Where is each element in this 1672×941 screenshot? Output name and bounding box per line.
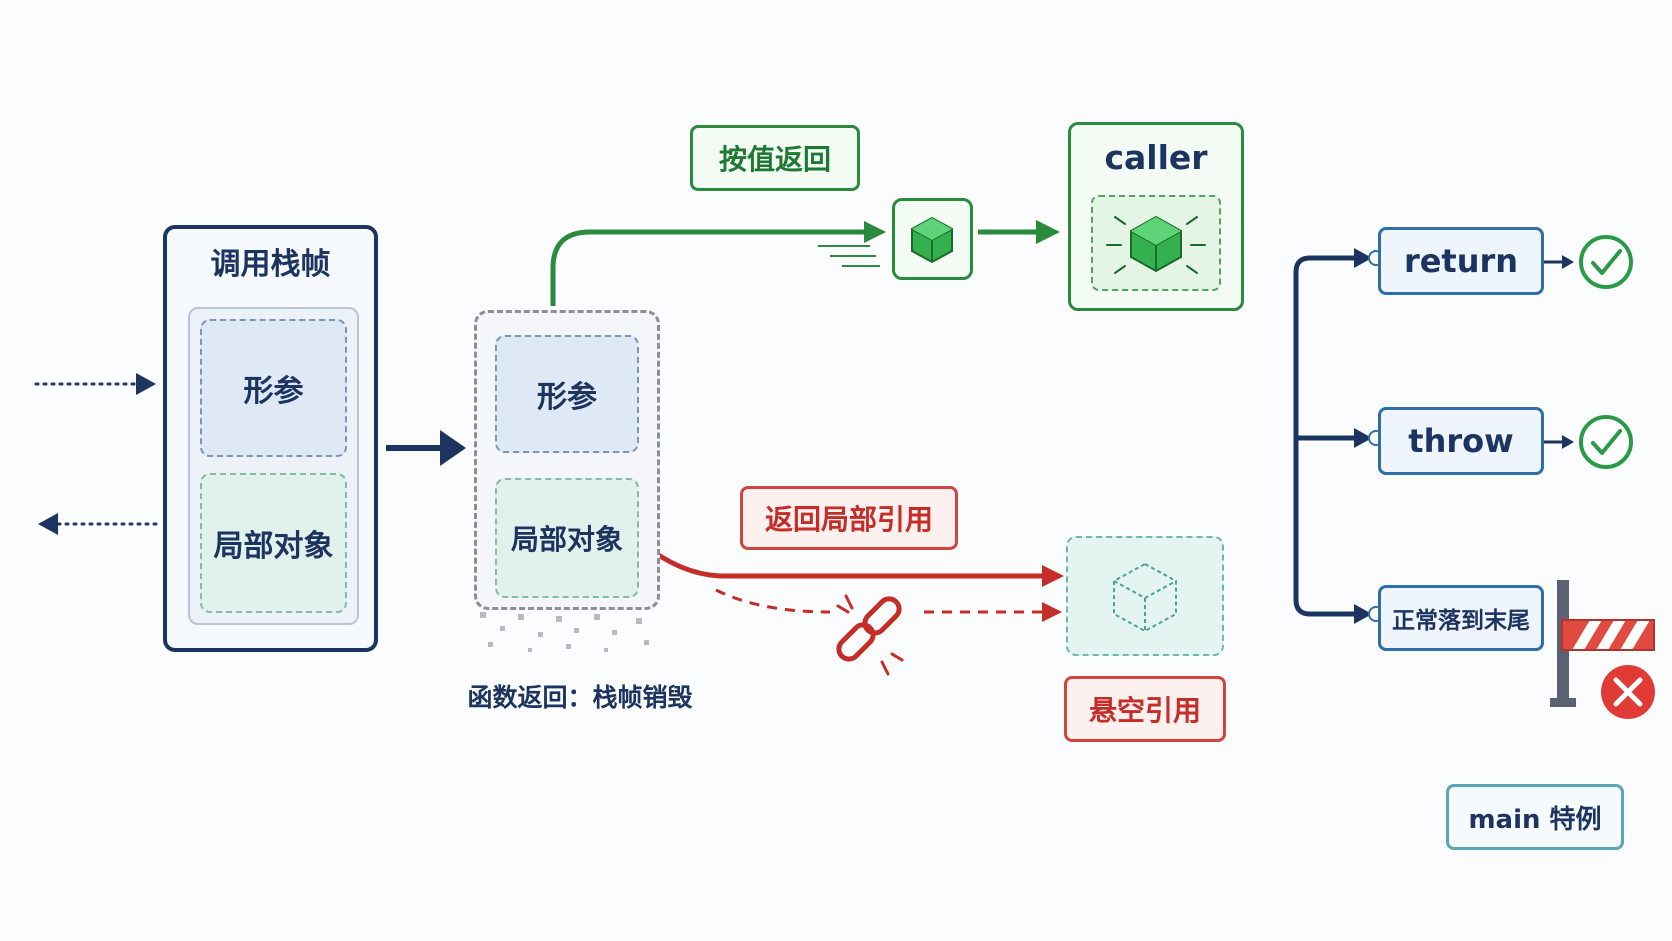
frame-transition-arrow — [386, 430, 466, 466]
barrier-icon — [1550, 580, 1655, 707]
destroyed-locals-label: 局部对象 — [510, 523, 623, 556]
call-in-arrow — [34, 373, 156, 395]
caller-box: caller — [1068, 122, 1244, 311]
dangling-target-box — [1066, 536, 1224, 656]
params-label: 形参 — [243, 374, 304, 409]
dangling-ref-tag: 悬空引用 — [1064, 676, 1226, 742]
caller-label: caller — [1104, 137, 1208, 177]
destroyed-frame: 形参 局部对象 — [474, 310, 660, 610]
caller-value-slot — [1091, 195, 1221, 291]
destroyed-params-label: 形参 — [537, 380, 597, 415]
broken-link-icon — [836, 594, 904, 676]
value-return-path — [550, 220, 1060, 306]
check-icon — [1579, 235, 1633, 289]
cube-icon — [911, 216, 953, 264]
exit-fallthrough-box: 正常落到末尾 — [1378, 585, 1544, 651]
destroyed-locals-slot: 局部对象 — [495, 478, 639, 598]
main-special-case-note: main 特例 — [1446, 784, 1624, 850]
destroyed-params-slot: 形参 — [495, 335, 639, 453]
locals-label: 局部对象 — [213, 529, 334, 564]
params-slot: 形参 — [200, 319, 347, 457]
stack-frame: 调用栈帧 形参 局部对象 — [163, 225, 378, 652]
frame-destroyed-caption: 函数返回：栈帧销毁 — [467, 683, 693, 712]
ghost-cube-icon — [1113, 562, 1177, 633]
return-out-arrow — [38, 513, 158, 535]
return-local-ref-tag: 返回局部引用 — [740, 486, 958, 550]
stack-frame-body: 形参 局部对象 — [188, 307, 359, 625]
locals-slot: 局部对象 — [200, 473, 347, 613]
exit-return-box: return — [1378, 227, 1544, 295]
value-copy-box — [892, 198, 973, 280]
frame-debris — [480, 612, 649, 652]
stack-frame-title: 调用栈帧 — [210, 247, 331, 282]
cube-icon — [1106, 215, 1206, 274]
return-by-value-tag: 按值返回 — [690, 125, 860, 191]
local-ref-path — [640, 541, 1064, 622]
error-icon — [1601, 665, 1655, 719]
exit-throw-box: throw — [1378, 407, 1544, 475]
check-icon — [1579, 415, 1633, 469]
